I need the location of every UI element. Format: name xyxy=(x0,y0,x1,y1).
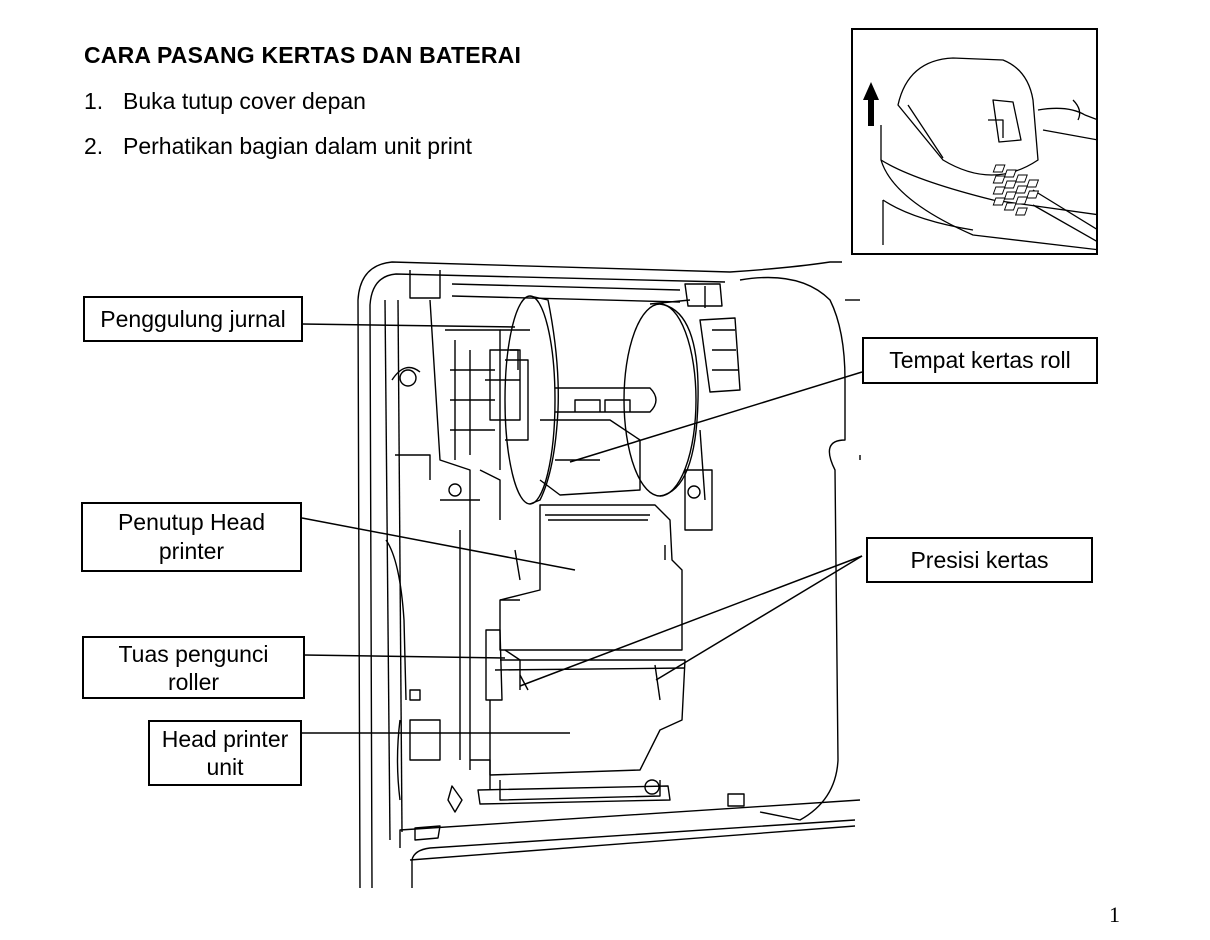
label-penutup-head-printer: Penutup Head printer xyxy=(81,502,302,572)
step-1-number: 1. xyxy=(84,88,104,114)
page-title: CARA PASANG KERTAS DAN BATERAI xyxy=(84,42,522,68)
label-tempat-kertas-roll: Tempat kertas roll xyxy=(862,337,1098,384)
label-tuas-line2: roller xyxy=(167,668,220,695)
label-penutup-head-line1: Penutup Head xyxy=(117,509,266,535)
label-presisi-kertas-text: Presisi kertas xyxy=(910,546,1049,573)
label-penggulung-jurnal-text: Penggulung jurnal xyxy=(100,305,286,332)
label-head-printer-unit: Head printer unit xyxy=(148,720,302,786)
label-head-unit-line2: unit xyxy=(206,754,244,780)
step-2: 2. Perhatikan bagian dalam unit print xyxy=(84,133,472,160)
label-tempat-kertas-roll-text: Tempat kertas roll xyxy=(889,347,1071,373)
label-penggulung-jurnal: Penggulung jurnal xyxy=(83,296,303,342)
step-2-number: 2. xyxy=(84,133,104,159)
label-tuas-line1: Tuas pengunci xyxy=(118,640,269,667)
page-number: 1 xyxy=(1109,902,1120,927)
up-arrow-icon xyxy=(863,82,879,126)
label-tuas-pengunci-roller: Tuas pengunci roller xyxy=(82,636,305,699)
label-head-unit-line1: Head printer xyxy=(161,726,289,752)
step-2-text: Perhatikan bagian dalam unit print xyxy=(123,133,473,159)
cover-open-illustration xyxy=(863,57,1096,251)
label-presisi-kertas: Presisi kertas xyxy=(866,537,1093,583)
label-penutup-head-line2: printer xyxy=(158,538,225,564)
step-1: 1. Buka tutup cover depan xyxy=(84,88,366,115)
step-1-text: Buka tutup cover depan xyxy=(123,88,366,114)
cover-opening-inset xyxy=(851,28,1098,255)
